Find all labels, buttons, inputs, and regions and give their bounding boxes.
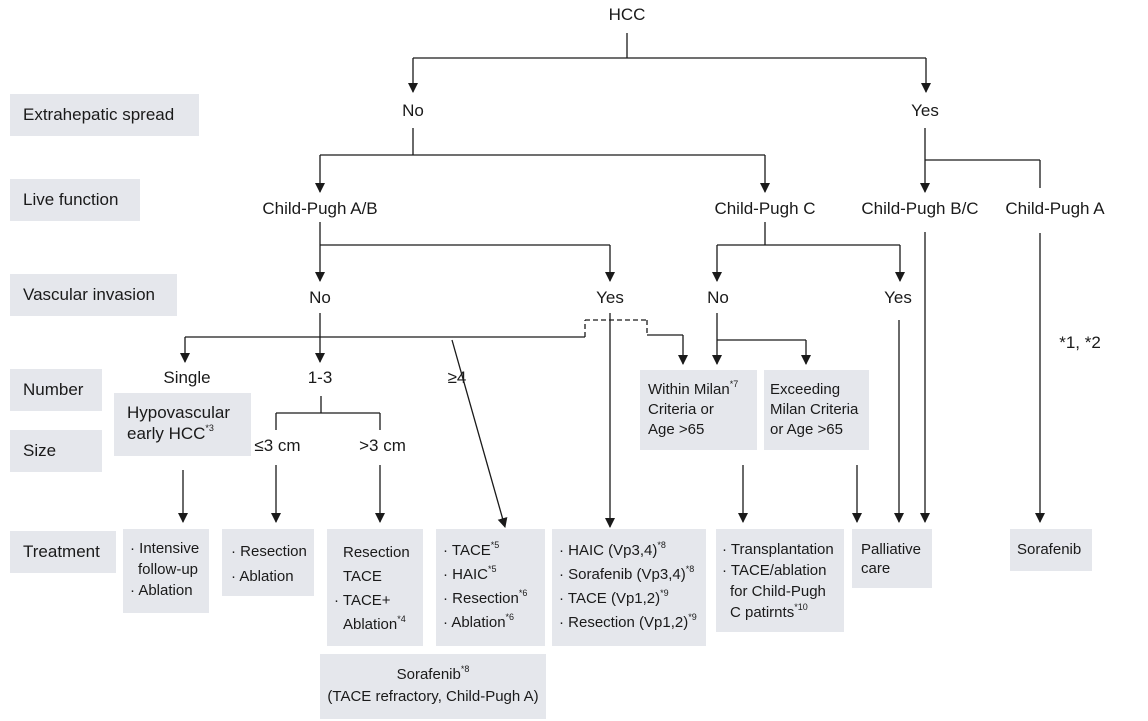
row-label-extrahepatic: Extrahepatic spread	[10, 94, 199, 136]
box-treatment-palliative-care: Palliative care	[852, 529, 932, 588]
row-label-vascular-invasion: Vascular invasion	[10, 274, 177, 316]
box-within-milan: Within Milan*7 Criteria or Age >65	[640, 370, 757, 450]
node-cp-c-yes: Yes	[884, 288, 912, 307]
row-label-number: Number	[10, 369, 102, 411]
node-child-pugh-c: Child-Pugh C	[714, 199, 816, 218]
node-four-or-more: ≥4	[447, 368, 467, 387]
box-treatment-vascular-invasion: · HAIC (Vp3,4)*8 · Sorafenib (Vp3,4)*8 ·…	[552, 529, 706, 646]
node-child-pugh-bc: Child-Pugh B/C	[861, 199, 979, 218]
node-child-pugh-ab: Child-Pugh A/B	[262, 199, 378, 218]
box-treatment-transplantation: · Transplantation · TACE/ablation for Ch…	[716, 529, 844, 632]
node-child-pugh-a: Child-Pugh A	[1005, 199, 1105, 218]
box-treatment-multiple: · TACE*5 · HAIC*5 · Resection*6 · Ablati…	[436, 529, 545, 646]
note-footnotes-1-2: *1, *2	[1059, 333, 1101, 352]
box-treatment-sorafenib: Sorafenib	[1010, 529, 1092, 571]
box-treatment-followup: · Intensive follow-up · Ablation	[123, 529, 209, 613]
node-size-gt-3cm: >3 cm	[359, 436, 406, 455]
box-treatment-large: Resection TACE · TACE+ Ablation*4	[327, 529, 423, 646]
row-label-treatment: Treatment	[10, 531, 116, 573]
node-yes-extrahepatic: Yes	[911, 101, 939, 120]
node-single: Single	[163, 368, 211, 387]
row-label-size: Size	[10, 430, 102, 472]
row-label-liver-function: Live function	[10, 179, 140, 221]
node-vascular-yes: Yes	[596, 288, 624, 307]
node-one-to-three: 1-3	[307, 368, 333, 387]
root-node: HCC	[608, 5, 646, 24]
box-treatment-resection-ablation: · Resection · Ablation	[222, 529, 314, 596]
node-cp-c-no: No	[707, 288, 729, 307]
box-exceeding-milan: Exceeding Milan Criteria or Age >65	[764, 370, 869, 450]
box-hypovascular-early-hcc: Hypovascular early HCC*3	[114, 393, 251, 456]
box-treatment-sorafenib-refractory: Sorafenib*8 (TACE refractory, Child-Pugh…	[320, 654, 546, 719]
node-vascular-no: No	[309, 288, 331, 307]
node-size-le-3cm: ≤3 cm	[254, 436, 301, 455]
node-no-extrahepatic: No	[402, 101, 424, 120]
